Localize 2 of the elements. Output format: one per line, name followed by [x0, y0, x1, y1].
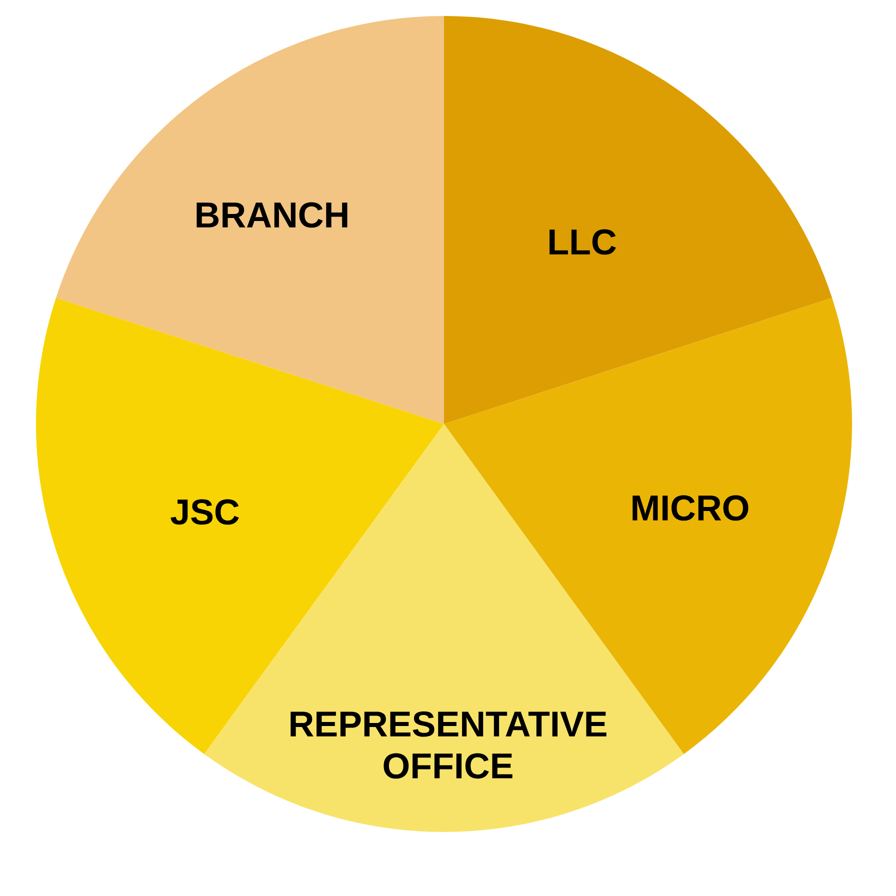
pie-slice: BRANCH	[56, 16, 444, 424]
pie-slice: LLC	[444, 16, 832, 424]
